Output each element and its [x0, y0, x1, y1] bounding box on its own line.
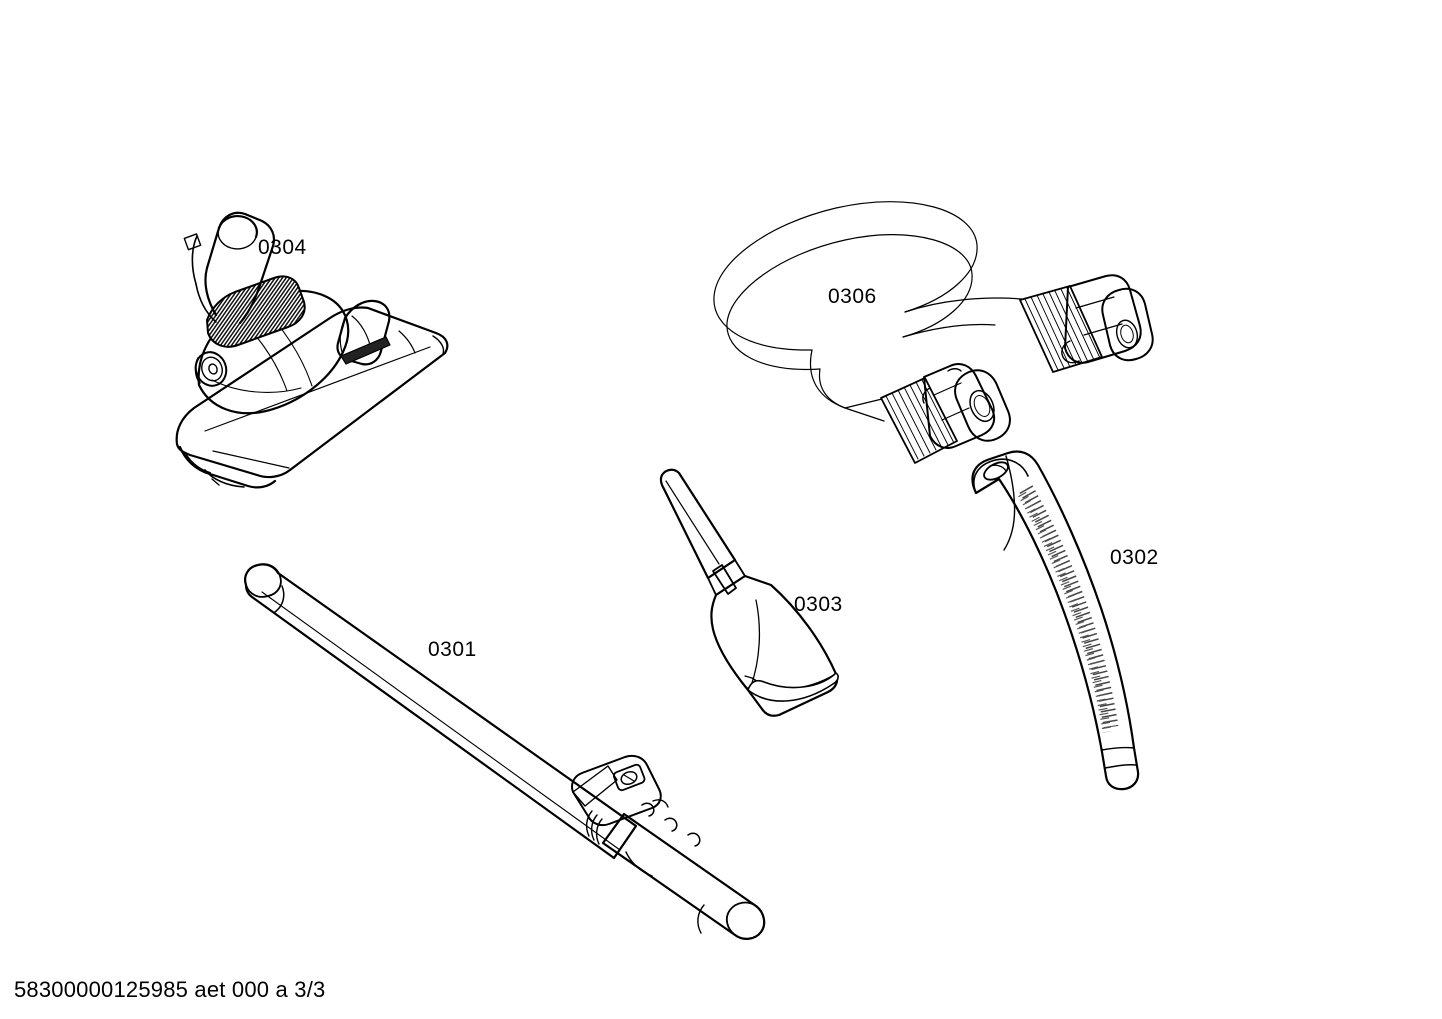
part-graphic-upholstery-nozzle [659, 468, 839, 717]
part-graphic-telescopic-tube [244, 563, 766, 940]
part-graphic-suction-hose [713, 201, 1154, 464]
part-label-0302: 0302 [1110, 546, 1159, 569]
part-label-0303: 0303 [794, 593, 843, 616]
document-footer-code: 58300000125985 aet 000 a 3/3 [14, 977, 326, 1002]
part-label-0304: 0304 [258, 236, 307, 259]
part-graphic-floor-nozzle [175, 211, 449, 489]
part-label-0306: 0306 [828, 285, 877, 308]
part-label-0301: 0301 [428, 638, 477, 661]
part-graphic-hose-handle [971, 450, 1140, 791]
